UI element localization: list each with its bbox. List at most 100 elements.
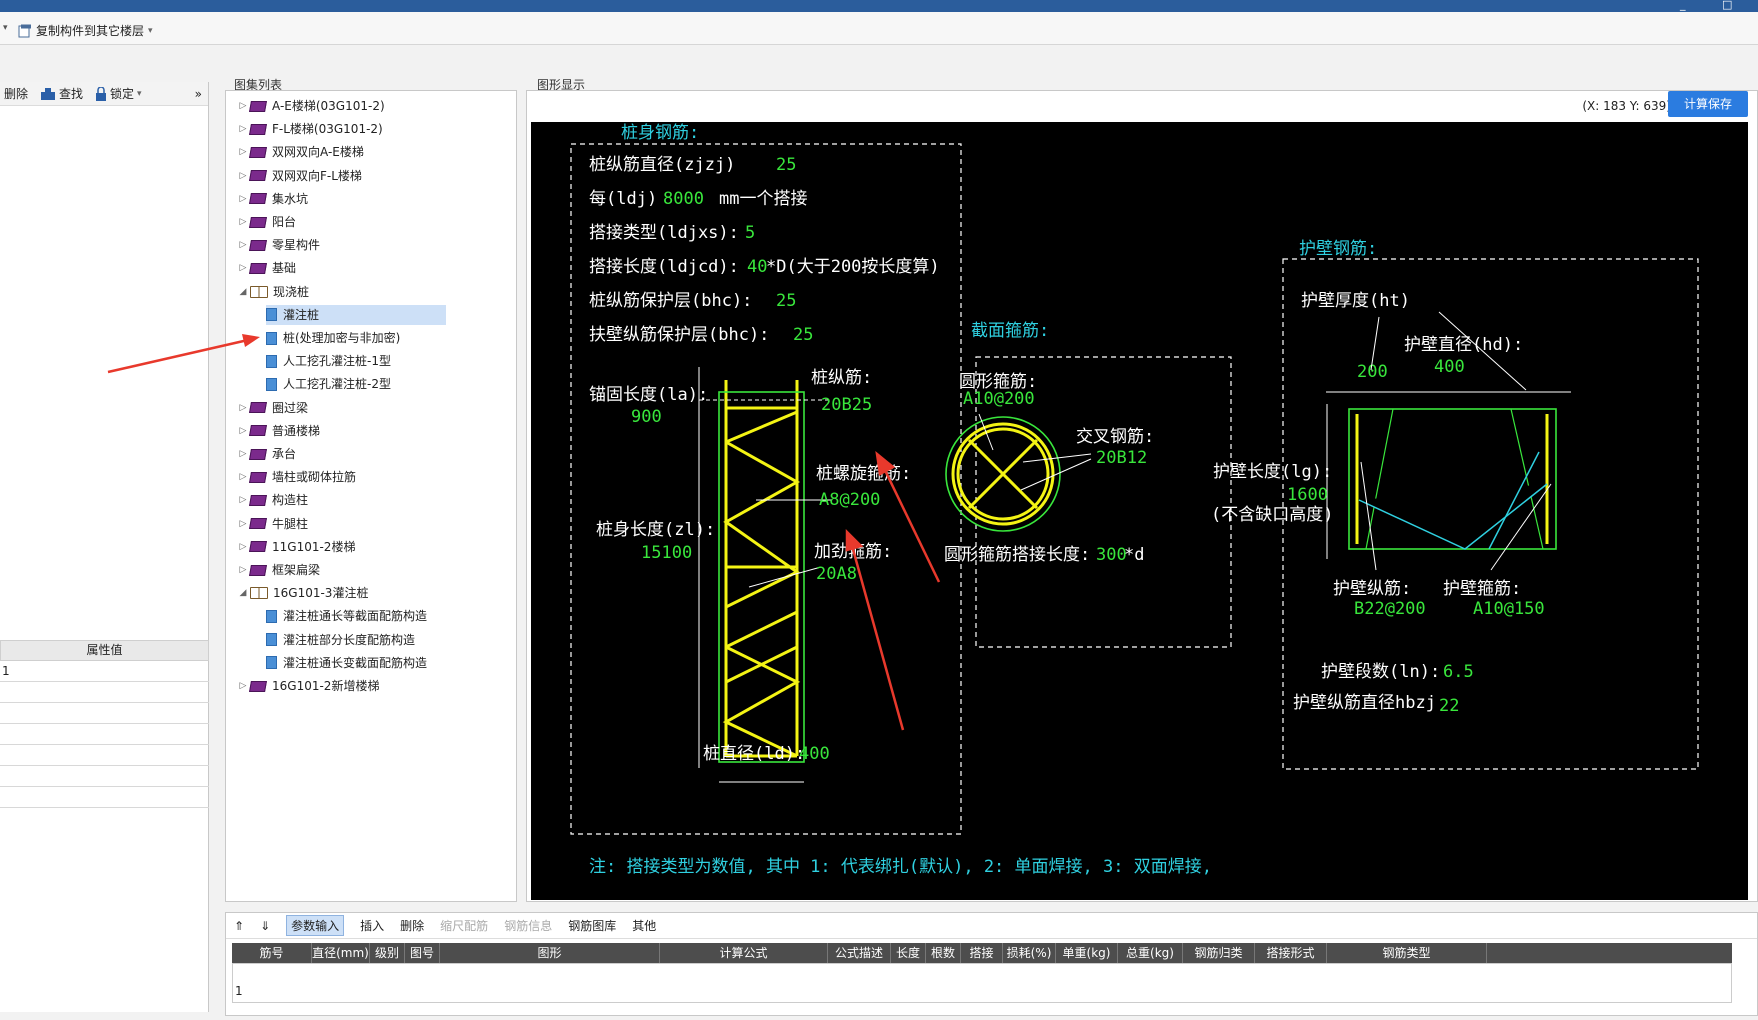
col-header[interactable]: 总重(kg)	[1118, 943, 1183, 963]
property-row[interactable]	[0, 745, 209, 766]
tree-item[interactable]: ▷F-L楼梯(03G101-2)	[236, 119, 383, 139]
lock-button[interactable]: 锁定 ▾	[95, 85, 142, 102]
col-header[interactable]: 级别	[370, 943, 405, 963]
chevron-down-icon[interactable]: ▾	[137, 88, 142, 99]
param-input-button[interactable]: 参数输入	[286, 915, 345, 936]
col-header[interactable]: 图形	[440, 943, 660, 963]
cross-label: 交叉钢筋:	[1076, 427, 1154, 447]
property-row[interactable]	[0, 682, 209, 703]
delete-row-button[interactable]: 删除	[400, 919, 425, 933]
expand-icon[interactable]: ▷	[239, 240, 247, 251]
expand-icon[interactable]: ▷	[239, 449, 247, 459]
collapse-icon[interactable]: ◢	[239, 286, 247, 297]
tree-item[interactable]: 人工挖孔灌注桩-1型	[266, 351, 391, 371]
maximize-icon[interactable]: □	[1722, 0, 1733, 11]
tree-item[interactable]: 桩(处理加密与非加密)	[266, 328, 400, 348]
property-row[interactable]	[0, 787, 209, 808]
chevron-down-icon[interactable]: ▾	[148, 25, 153, 36]
calc-save-button[interactable]: 计算保存	[1668, 91, 1748, 117]
expand-icon[interactable]: ▷	[239, 217, 247, 227]
tree-item[interactable]: ◢16G101-3灌注桩	[236, 583, 369, 603]
tree-item-label: 灌注桩通长等截面配筋构造	[283, 609, 428, 624]
copy-icon	[18, 24, 31, 37]
tree-item-label: 双网双向F-L楼梯	[272, 168, 362, 183]
tree-item[interactable]: ▷墙柱或砌体拉筋	[236, 467, 356, 487]
tree-item-label: 框架扁梁	[272, 563, 321, 577]
minimize-icon[interactable]: _	[1680, 0, 1686, 11]
property-row[interactable]	[0, 766, 209, 787]
tree-item[interactable]: ◢现浇桩	[236, 282, 309, 302]
col-header[interactable]: 钢筋归类	[1183, 943, 1255, 963]
expand-icon[interactable]: ▷	[239, 170, 247, 181]
expand-icon[interactable]: ▷	[239, 518, 247, 529]
tree-item[interactable]: 人工挖孔灌注桩-2型	[266, 374, 391, 394]
tree-item[interactable]: ▷阳台	[236, 212, 296, 232]
expand-icon[interactable]: ▷	[239, 193, 247, 204]
property-row[interactable]	[0, 703, 209, 724]
expand-icon[interactable]: ▷	[239, 565, 247, 575]
rebar-library-button[interactable]: 钢筋图库	[568, 919, 617, 933]
other-button[interactable]: 其他	[632, 919, 657, 933]
move-up-icon[interactable]: ⇑	[234, 918, 245, 933]
tree-item[interactable]: ▷普通楼梯	[236, 421, 320, 441]
tree-item[interactable]: ▷构造柱	[236, 490, 308, 510]
tree-item[interactable]: ▷承台	[236, 444, 296, 464]
col-header[interactable]: 公式描述	[828, 943, 891, 963]
expand-icon[interactable]: ▷	[239, 124, 247, 135]
tree-item[interactable]: ▷ 双网双向F-L楼梯	[236, 166, 362, 186]
expand-icon[interactable]: ▷	[239, 402, 247, 413]
lap-per-value: 8000	[663, 189, 704, 209]
collapse-icon[interactable]: ◢	[239, 588, 247, 599]
col-header[interactable]: 长度	[891, 943, 926, 963]
dropdown-icon[interactable]: ▾	[3, 23, 8, 33]
rebar-table-panel: ⇑ ⇓ 参数输入 插入 删除 缩尺配筋 钢筋信息 钢筋图库 其他 筋号 直径(m…	[225, 912, 1758, 1016]
expand-icon[interactable]: ▷	[239, 472, 247, 483]
copy-to-floor-button[interactable]: 复制构件到其它楼层 ▾	[18, 22, 153, 39]
tree-item-label: 牛腿柱	[272, 516, 309, 531]
tree-item[interactable]: ▷A-E楼梯(03G101-2)	[236, 96, 385, 116]
graphic-display: (X: 183 Y: 639) 计算保存 桩身钢筋: 桩纵筋直径(zjzj) 2…	[526, 90, 1758, 902]
document-icon	[266, 633, 277, 647]
col-header[interactable]: 搭接	[961, 943, 1003, 963]
property-row[interactable]: 1	[0, 661, 209, 682]
expand-icon[interactable]: ▷	[239, 263, 247, 274]
insert-button[interactable]: 插入	[360, 919, 385, 933]
rebar-info-button[interactable]: 钢筋信息	[504, 919, 553, 933]
more-icon[interactable]: »	[194, 86, 202, 101]
tree-item[interactable]: ▷双网双向A-E楼梯	[236, 142, 364, 162]
col-header[interactable]: 搭接形式	[1255, 943, 1327, 963]
expand-icon[interactable]: ▷	[239, 101, 247, 111]
scale-rebar-button[interactable]: 缩尺配筋	[440, 919, 489, 933]
expand-icon[interactable]: ▷	[239, 541, 247, 552]
tree-item[interactable]: 灌注桩通长等截面配筋构造	[266, 606, 427, 626]
col-header[interactable]: 单重(kg)	[1056, 943, 1118, 963]
tree-item[interactable]: ▷11G101-2楼梯	[236, 537, 356, 557]
tree-item[interactable]: ▷圈过梁	[236, 398, 308, 418]
tree-item[interactable]: ▷基础	[236, 258, 296, 278]
expand-icon[interactable]: ▷	[239, 147, 247, 158]
delete-button[interactable]: 删除	[4, 85, 28, 102]
tree-item[interactable]: ▷ 牛腿柱	[236, 514, 308, 534]
move-down-icon[interactable]: ⇓	[260, 918, 271, 933]
col-header[interactable]: 根数	[926, 943, 961, 963]
col-header[interactable]: 图号	[405, 943, 440, 963]
expand-icon[interactable]: ▷	[239, 425, 247, 436]
col-header[interactable]: 损耗(%)	[1003, 943, 1056, 963]
tree-item[interactable]: ▷零星构件	[236, 235, 320, 255]
property-row[interactable]	[0, 724, 209, 745]
expand-icon[interactable]: ▷	[239, 495, 247, 506]
expand-icon[interactable]: ▷	[239, 681, 247, 691]
tree-item[interactable]: ▷16G101-2新增楼梯	[236, 676, 380, 696]
col-header[interactable]: 计算公式	[660, 943, 828, 963]
table-body[interactable]: 1	[232, 963, 1732, 1003]
find-button[interactable]: 查找	[40, 85, 83, 102]
col-header[interactable]: 直径(mm)	[312, 943, 370, 963]
tree-item[interactable]: 灌注桩部分长度配筋构造	[266, 630, 415, 650]
drawing-canvas[interactable]: 桩身钢筋: 桩纵筋直径(zjzj) 25 每(ldj) 8000 mm一个搭接 …	[531, 122, 1748, 900]
col-header[interactable]: 钢筋类型	[1327, 943, 1487, 963]
tree-item[interactable]: ▷ 框架扁梁	[236, 560, 320, 580]
tree-item[interactable]: 灌注桩通长变截面配筋构造	[266, 653, 427, 673]
col-header[interactable]: 筋号	[232, 943, 312, 963]
tree-item[interactable]: ▷集水坑	[236, 189, 308, 209]
tree-item[interactable]: 灌注桩	[266, 304, 446, 325]
